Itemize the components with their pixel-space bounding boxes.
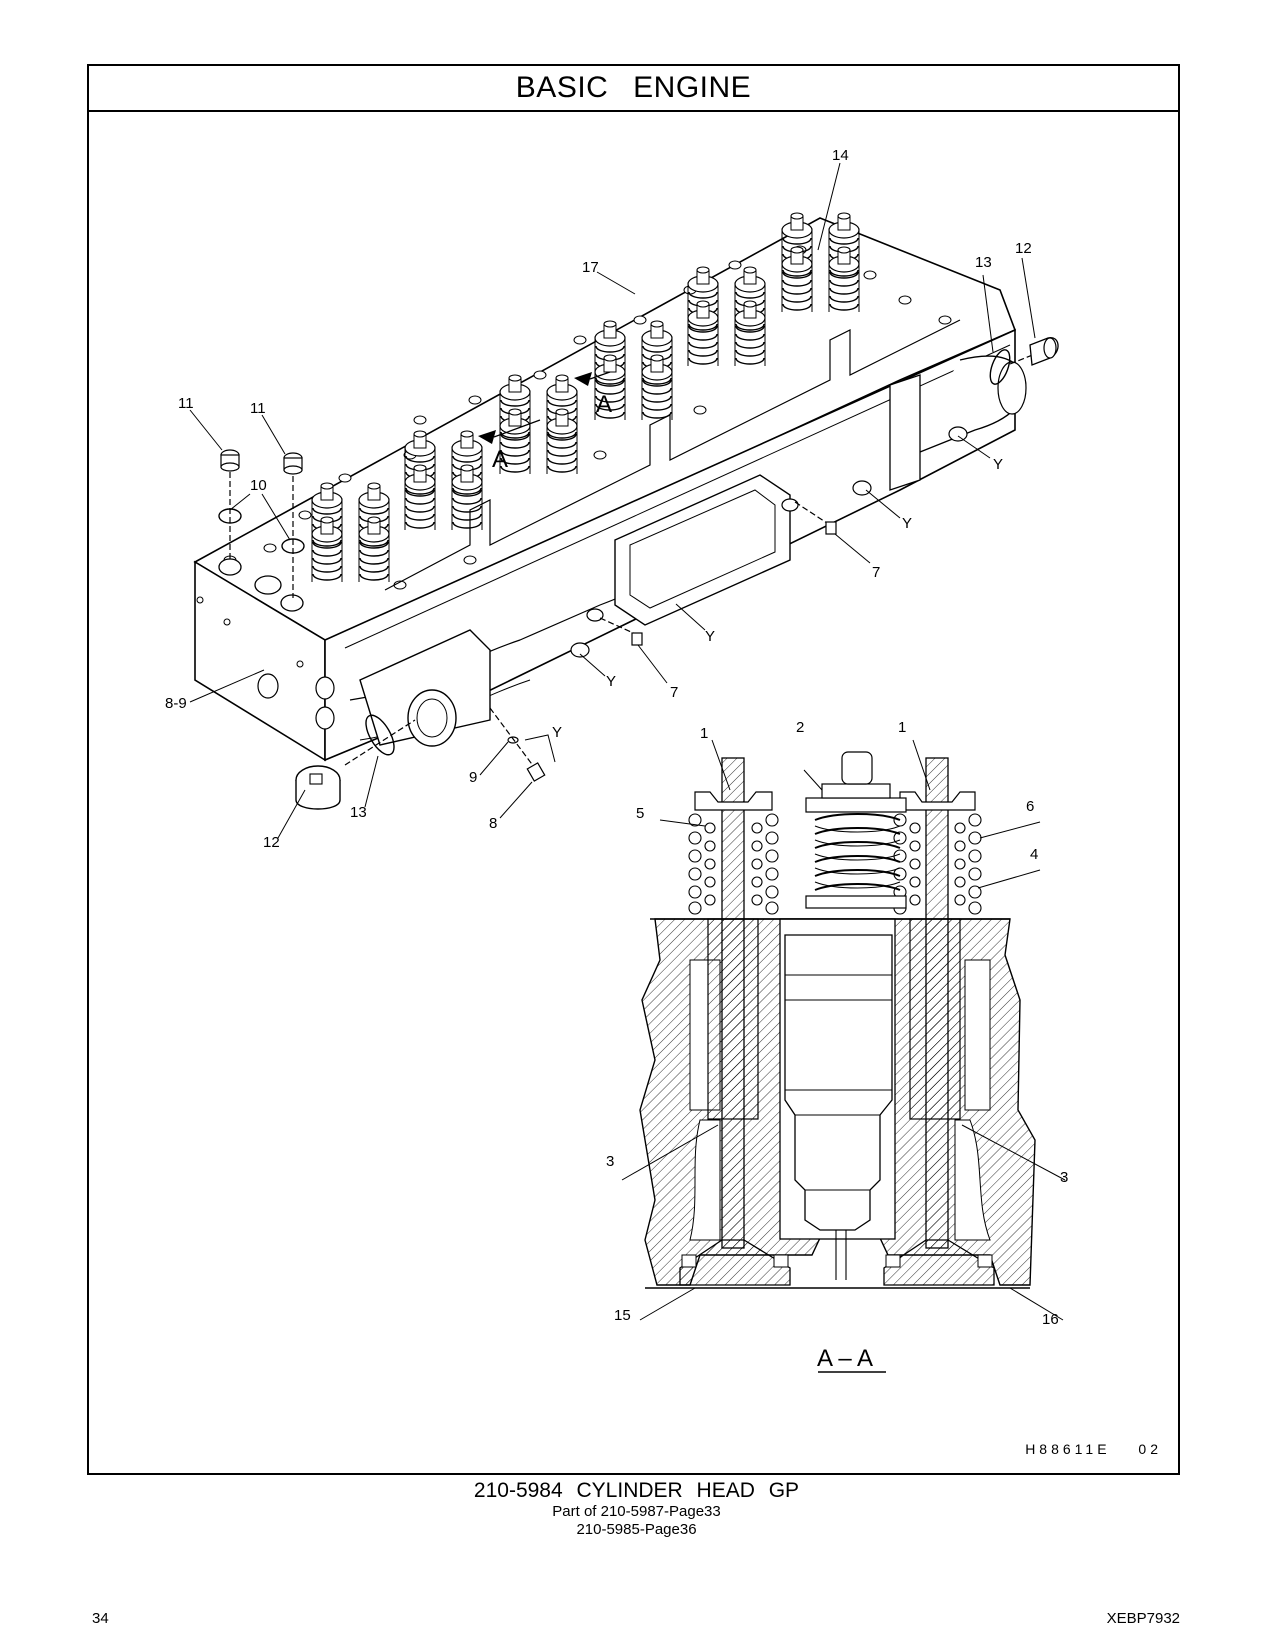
section-arrows — [478, 371, 611, 444]
callout-12: 12 — [1015, 240, 1032, 257]
callout-10: 10 — [250, 477, 267, 494]
callout-3: 3 — [1060, 1169, 1068, 1186]
exploded-parts-left — [218, 449, 556, 810]
figure-caption-title: 210-5984 CYLINDER HEAD GP — [473, 1479, 800, 1502]
callout-3: 3 — [606, 1153, 614, 1170]
title-bar: BASIC ENGINE — [89, 66, 1178, 112]
callout-1: 1 — [700, 725, 708, 742]
callout-y: Y — [552, 724, 562, 741]
callout-1: 1 — [898, 719, 906, 736]
leader-lines — [189, 162, 1036, 839]
callout-8: 8 — [489, 815, 497, 832]
callout-y: Y — [993, 456, 1003, 473]
section-a-label: A — [492, 446, 508, 473]
callout-y: Y — [705, 628, 715, 645]
callout-2: 2 — [796, 719, 804, 736]
document-code: XEBP7932 — [1106, 1610, 1180, 1627]
callout-6: 6 — [1026, 798, 1034, 815]
callout-14: 14 — [832, 147, 849, 164]
figure-caption-reference-1: Part of 210-5987-Page33 — [552, 1503, 721, 1520]
cylinder-head-body — [193, 217, 1027, 762]
section-aa-drawing — [639, 751, 1036, 1289]
callout-11: 11 — [250, 400, 266, 417]
page-number: 34 — [92, 1610, 109, 1627]
exploded-parts-right — [599, 337, 1059, 646]
callout-11: 11 — [178, 395, 194, 412]
callout-13: 13 — [350, 804, 367, 821]
callout-labels: 14 17 13 12 11 11 10 A A Y Y 7 Y Y 7 8-9… — [165, 147, 1068, 1372]
callout-7: 7 — [872, 564, 880, 581]
figure-caption-reference-2: 210-5985-Page36 — [576, 1521, 697, 1538]
figure-frame: BASIC ENGINE H88611E 02 — [87, 64, 1180, 1475]
callout-17: 17 — [582, 259, 599, 276]
section-a-label: A — [596, 391, 612, 418]
drawing-code: H88611E 02 — [1025, 1441, 1162, 1457]
page-title: BASIC ENGINE — [515, 71, 752, 104]
callout-7: 7 — [670, 684, 678, 701]
callout-13: 13 — [975, 254, 992, 271]
callout-5: 5 — [636, 805, 644, 822]
section-view-label: A – A — [817, 1345, 873, 1372]
callout-y: Y — [606, 673, 616, 690]
callout-15: 15 — [614, 1307, 631, 1324]
callout-4: 4 — [1030, 846, 1038, 863]
callout-16: 16 — [1042, 1311, 1059, 1328]
callout-12: 12 — [263, 834, 280, 851]
callout-9: 9 — [469, 769, 477, 786]
callout-y: Y — [902, 515, 912, 532]
section-leader-lines — [621, 739, 1066, 1373]
callout-8-9: 8-9 — [165, 695, 187, 712]
